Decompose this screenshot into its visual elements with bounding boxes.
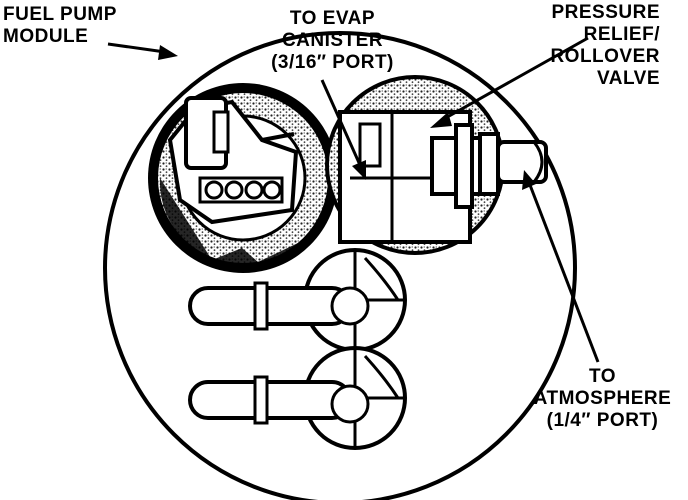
label-pressure-relief-valve-line-2: RELIEF/ (583, 24, 660, 45)
label-to-evap-canister-line-3: (3/16″ PORT) (271, 52, 394, 73)
label-to-atmosphere-line-2: ATMOSPHERE (533, 388, 672, 409)
leader-rollover-valve (430, 36, 589, 128)
label-pressure-relief-valve-line-1: PRESSURE (551, 2, 660, 23)
label-to-evap-canister: TO EVAP CANISTER (3/16″ PORT) (250, 8, 415, 74)
leader-fuel-pump-module (107, 42, 178, 60)
label-fuel-pump-module: FUEL PUMP MODULE (3, 4, 117, 48)
fuel-line-fitting-lower (188, 346, 407, 450)
fuel-line-fitting-upper (188, 248, 407, 352)
label-fuel-pump-module-line-1: FUEL PUMP (3, 4, 117, 25)
leader-atmosphere (522, 170, 600, 363)
label-to-evap-canister-line-2: CANISTER (281, 30, 384, 51)
label-pressure-relief-valve-line-3: ROLLOVER (550, 46, 660, 67)
label-to-atmosphere-line-1: TO (588, 366, 617, 387)
label-to-atmosphere-line-3: (1/4″ PORT) (546, 410, 659, 431)
rollover-valve (325, 75, 548, 255)
label-fuel-pump-module-line-2: MODULE (3, 26, 89, 47)
electrical-connector (148, 83, 338, 273)
label-to-atmosphere: TO ATMOSPHERE (1/4″ PORT) (520, 366, 685, 432)
label-to-evap-canister-line-1: TO EVAP (289, 8, 376, 29)
label-pressure-relief-valve: PRESSURE RELIEF/ ROLLOVER VALVE (520, 2, 660, 90)
label-pressure-relief-valve-line-4: VALVE (596, 68, 660, 89)
leader-evap-canister (320, 79, 366, 180)
